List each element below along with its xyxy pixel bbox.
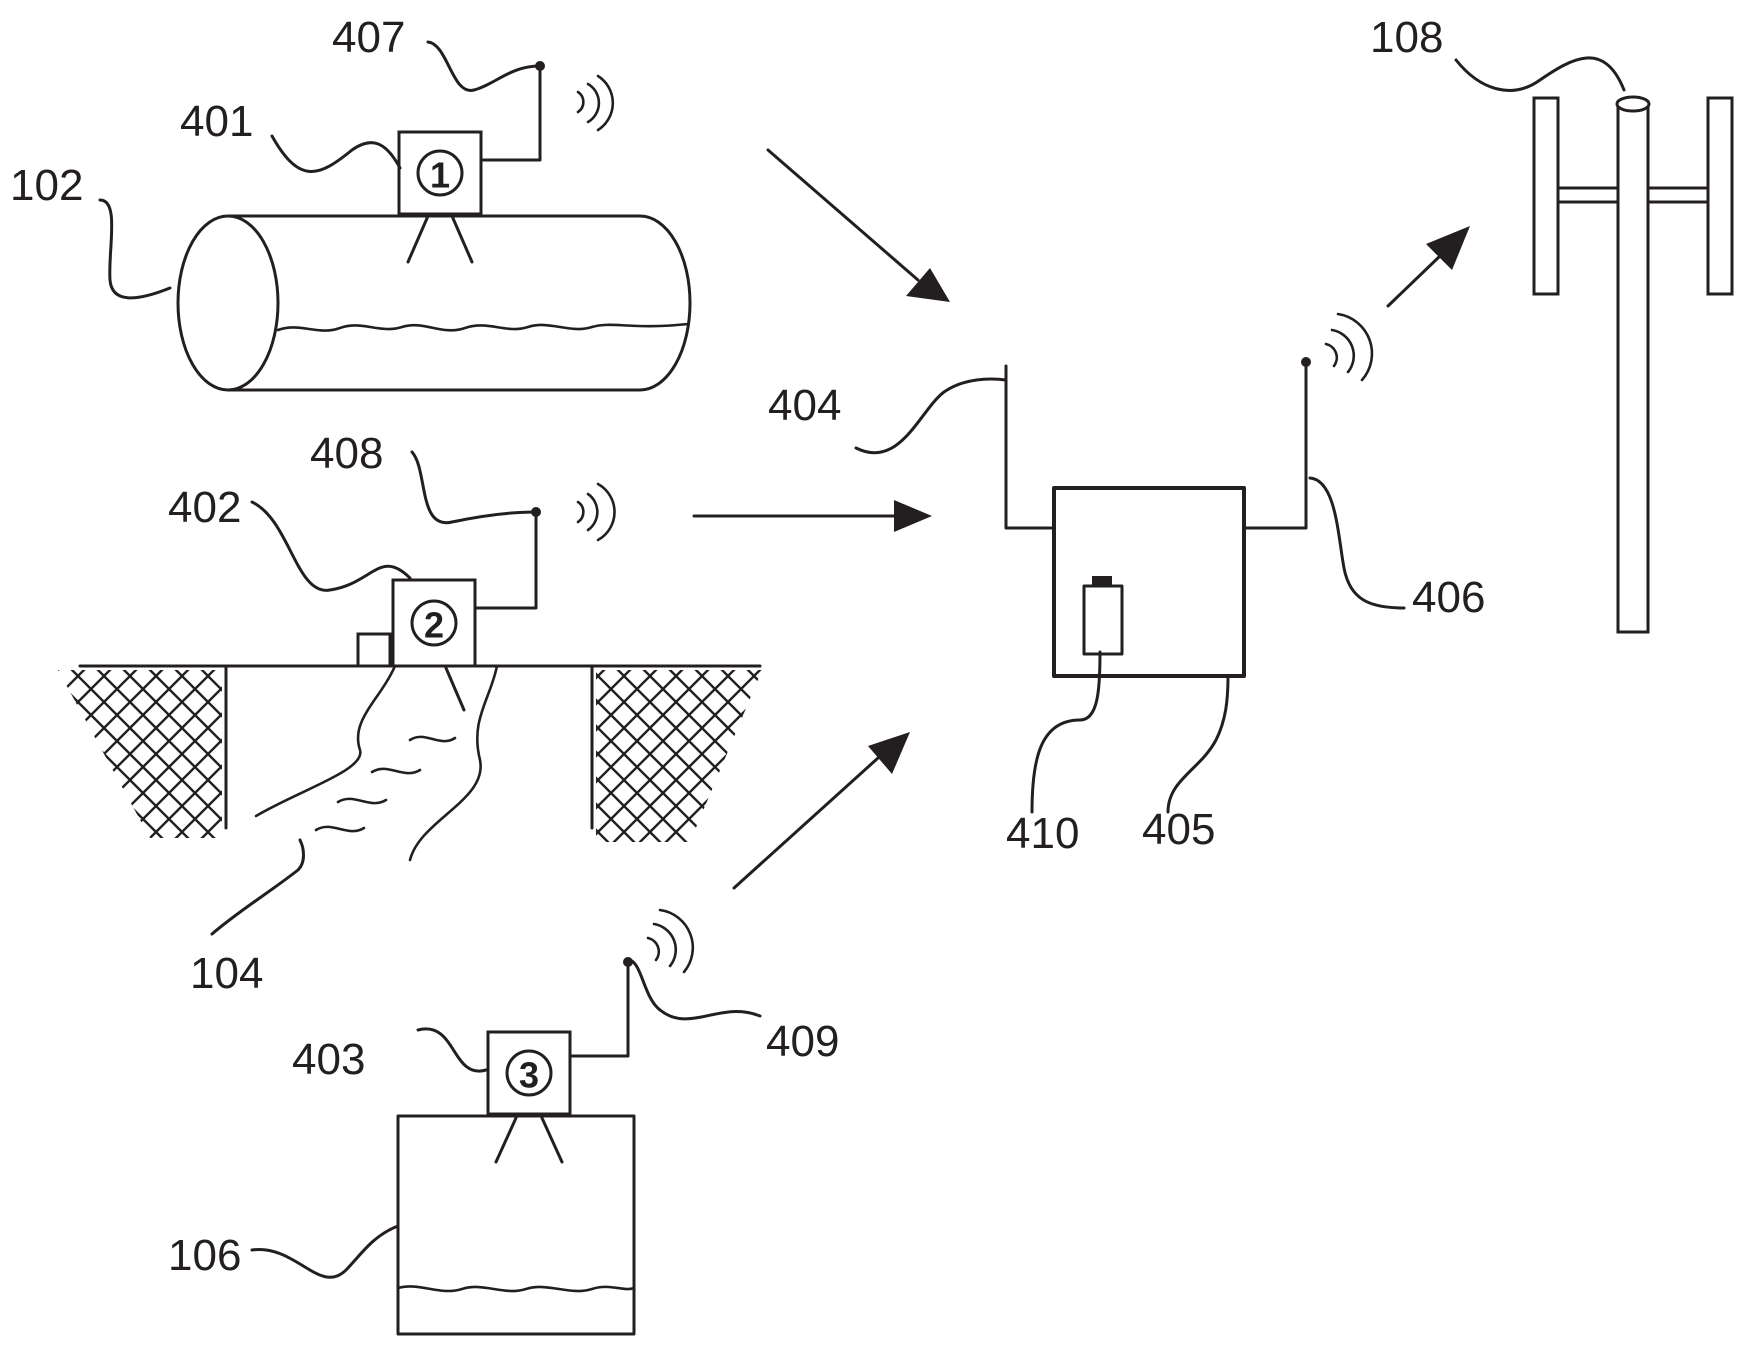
antenna-2	[473, 507, 541, 610]
label-404: 404	[768, 381, 841, 430]
antenna-3	[568, 957, 633, 1058]
sensor-1: 1	[397, 130, 483, 264]
battery-icon	[1082, 576, 1124, 656]
label-407: 407	[332, 13, 405, 62]
label-102: 102	[10, 161, 83, 210]
label-406: 406	[1412, 573, 1485, 622]
signal-waves-2	[576, 482, 616, 542]
label-409: 409	[766, 1017, 839, 1066]
label-408: 408	[310, 429, 383, 478]
transmit-antenna	[1242, 357, 1311, 530]
arrow-channel-to-gateway	[692, 500, 932, 532]
label-104: 104	[190, 949, 263, 998]
ground-channel	[58, 664, 762, 862]
arrow-pipe-to-gateway	[766, 148, 950, 302]
label-108: 108	[1370, 13, 1443, 62]
label-405: 405	[1142, 805, 1215, 854]
tower	[1532, 95, 1734, 634]
gateway-signal-waves	[1324, 312, 1374, 382]
tank	[396, 1114, 636, 1336]
pipe	[176, 214, 692, 392]
label-410: 410	[1006, 809, 1079, 858]
receiver-antenna	[1004, 364, 1056, 530]
sensor-3: 3	[486, 1030, 572, 1164]
sensor-3-number: 3	[519, 1055, 539, 1096]
signal-waves-3	[646, 908, 695, 974]
antenna-1	[479, 61, 545, 162]
sensor-2-number: 2	[424, 605, 444, 646]
label-401: 401	[180, 97, 253, 146]
label-106: 106	[168, 1231, 241, 1280]
arrow-gateway-to-tower	[1386, 226, 1470, 308]
reference-labels: 102 401 407 402 408 104 403 409 106 404 …	[10, 13, 1485, 1280]
sensor-1-number: 1	[430, 155, 450, 196]
label-403: 403	[292, 1035, 365, 1084]
signal-waves-1	[576, 74, 615, 132]
leader-lines	[98, 40, 1626, 1279]
label-402: 402	[168, 483, 241, 532]
gateway	[1052, 486, 1246, 678]
arrow-tank-to-gateway	[732, 732, 910, 890]
sensor-2: 2	[356, 578, 477, 712]
